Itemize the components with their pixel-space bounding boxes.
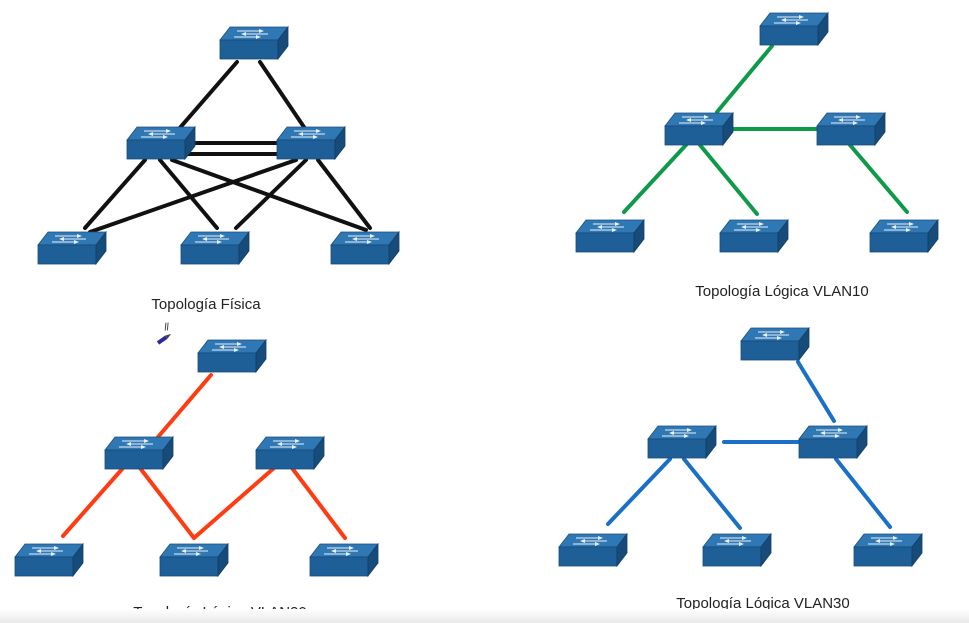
link — [606, 457, 672, 526]
link — [234, 158, 308, 230]
link — [83, 158, 147, 230]
link — [176, 60, 239, 132]
link — [156, 373, 213, 439]
diagram-vlan10 — [575, 12, 939, 253]
network-switch-icon — [798, 425, 868, 459]
diagram-vlan20 — [14, 339, 379, 577]
link — [61, 466, 125, 538]
link — [258, 60, 308, 132]
network-switch-icon — [759, 12, 829, 46]
link — [698, 143, 759, 216]
network-switch-icon — [219, 26, 289, 60]
link — [682, 457, 742, 530]
links-vlan30 — [606, 360, 892, 530]
network-switch-icon — [255, 436, 325, 470]
link — [316, 158, 372, 230]
link — [138, 466, 196, 540]
network-switch-icon — [664, 112, 734, 146]
links-vlan10 — [622, 44, 909, 216]
network-switch-icon — [197, 339, 267, 373]
network-switch-icon — [159, 543, 229, 577]
network-switch-icon — [719, 219, 789, 253]
network-switch-icon — [575, 219, 645, 253]
link — [88, 158, 298, 234]
diagram-vlan30 — [558, 327, 923, 567]
network-switch-icon — [180, 231, 250, 265]
network-switch-icon — [330, 231, 400, 265]
link — [158, 158, 219, 230]
pen-cursor-icon — [156, 322, 172, 345]
network-switch-icon — [816, 112, 886, 146]
network-switch-icon — [740, 327, 810, 361]
link — [290, 466, 347, 540]
link — [834, 457, 892, 529]
network-switch-icon — [14, 543, 84, 577]
diagram-physical — [37, 26, 400, 265]
caption-vlan10-topology: Topología Lógica VLAN10 — [695, 283, 869, 300]
link — [715, 44, 774, 114]
link — [796, 360, 836, 423]
link — [622, 143, 688, 214]
network-switch-icon — [276, 126, 346, 160]
network-switch-icon — [309, 543, 379, 577]
links-vlan20 — [61, 373, 347, 540]
bottom-edge-shadow — [0, 609, 969, 623]
link — [848, 143, 909, 214]
network-switch-icon — [647, 425, 717, 459]
network-switch-icon — [37, 231, 107, 265]
network-switch-icon — [853, 533, 923, 567]
network-switch-icon — [702, 533, 772, 567]
network-switch-icon — [558, 533, 628, 567]
caption-vlan30-topology: Topología Lógica VLAN30 — [676, 595, 850, 612]
network-switch-icon — [869, 219, 939, 253]
network-switch-icon — [126, 126, 196, 160]
links-physical — [83, 60, 372, 234]
caption-physical-topology: Topología Física — [151, 296, 261, 313]
link — [192, 466, 276, 540]
network-switch-icon — [104, 436, 174, 470]
